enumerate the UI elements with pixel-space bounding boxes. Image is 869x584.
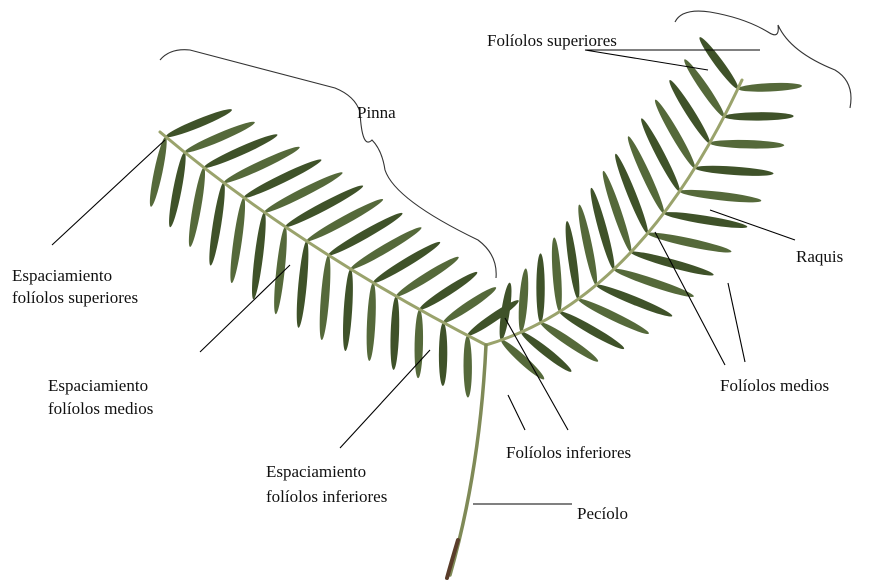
- leaflet-group: [147, 35, 802, 398]
- leaflet: [294, 241, 310, 328]
- leaflet: [709, 139, 784, 150]
- leaflet: [694, 164, 773, 178]
- leaflet: [206, 182, 227, 266]
- label-lower-spacing-line2: folíolos inferiores: [266, 486, 387, 508]
- pointer-upper-spacing: [52, 140, 165, 245]
- leaflet: [365, 283, 377, 362]
- leaflet: [371, 239, 442, 287]
- leaflet: [348, 224, 423, 273]
- leaflet: [272, 226, 290, 314]
- leaflet: [463, 335, 472, 397]
- label-middle-leaflets: Folíolos medios: [720, 375, 829, 397]
- leaflet: [166, 151, 189, 228]
- upper-leaflets-brace: [675, 11, 851, 108]
- leaflet: [262, 169, 344, 216]
- label-lower-leaflets: Folíolos inferiores: [506, 442, 631, 464]
- leaflet: [517, 268, 530, 332]
- leaflet: [186, 167, 208, 248]
- leaflet: [724, 112, 794, 121]
- label-middle-spacing-line2: folíolos medios: [48, 398, 153, 420]
- leaflet: [738, 82, 802, 93]
- leaflet: [326, 210, 404, 259]
- leaflet: [630, 248, 715, 279]
- label-upper-spacing-line2: folíolos superiores: [12, 287, 138, 309]
- leaflet: [228, 197, 248, 284]
- pointer-middle-leaflets-1: [655, 232, 725, 365]
- leaflet: [647, 229, 733, 255]
- leaflet: [341, 269, 355, 352]
- label-lower-spacing-line1: Espaciamiento: [266, 461, 366, 483]
- leaflet: [536, 253, 544, 322]
- pointer-upper-leaflets-2: [585, 50, 708, 70]
- leaflet: [414, 309, 424, 378]
- label-upper-spacing-line1: Espaciamiento: [12, 265, 112, 287]
- leaflet: [305, 196, 385, 245]
- leaflet: [249, 212, 268, 300]
- pointer-lower-spacing: [340, 350, 430, 448]
- leaflet: [242, 156, 323, 201]
- leaflet: [318, 255, 333, 341]
- leaflet: [283, 182, 365, 230]
- label-pinna: Pinna: [357, 102, 396, 124]
- pointer-lower-leaflets-2: [508, 395, 525, 430]
- leaflet: [563, 221, 582, 300]
- label-petiole: Pecíolo: [577, 503, 628, 525]
- label-rachis: Raquis: [796, 246, 843, 268]
- leaflet: [389, 296, 400, 370]
- label-middle-spacing-line1: Espaciamiento: [48, 375, 148, 397]
- label-upper-leaflets: Folíolos superiores: [487, 30, 617, 52]
- leaflet: [550, 237, 564, 312]
- leaflet: [679, 187, 762, 205]
- leaflet: [439, 323, 448, 386]
- pointer-middle-leaflets-2: [728, 283, 745, 362]
- leaflet: [663, 209, 748, 231]
